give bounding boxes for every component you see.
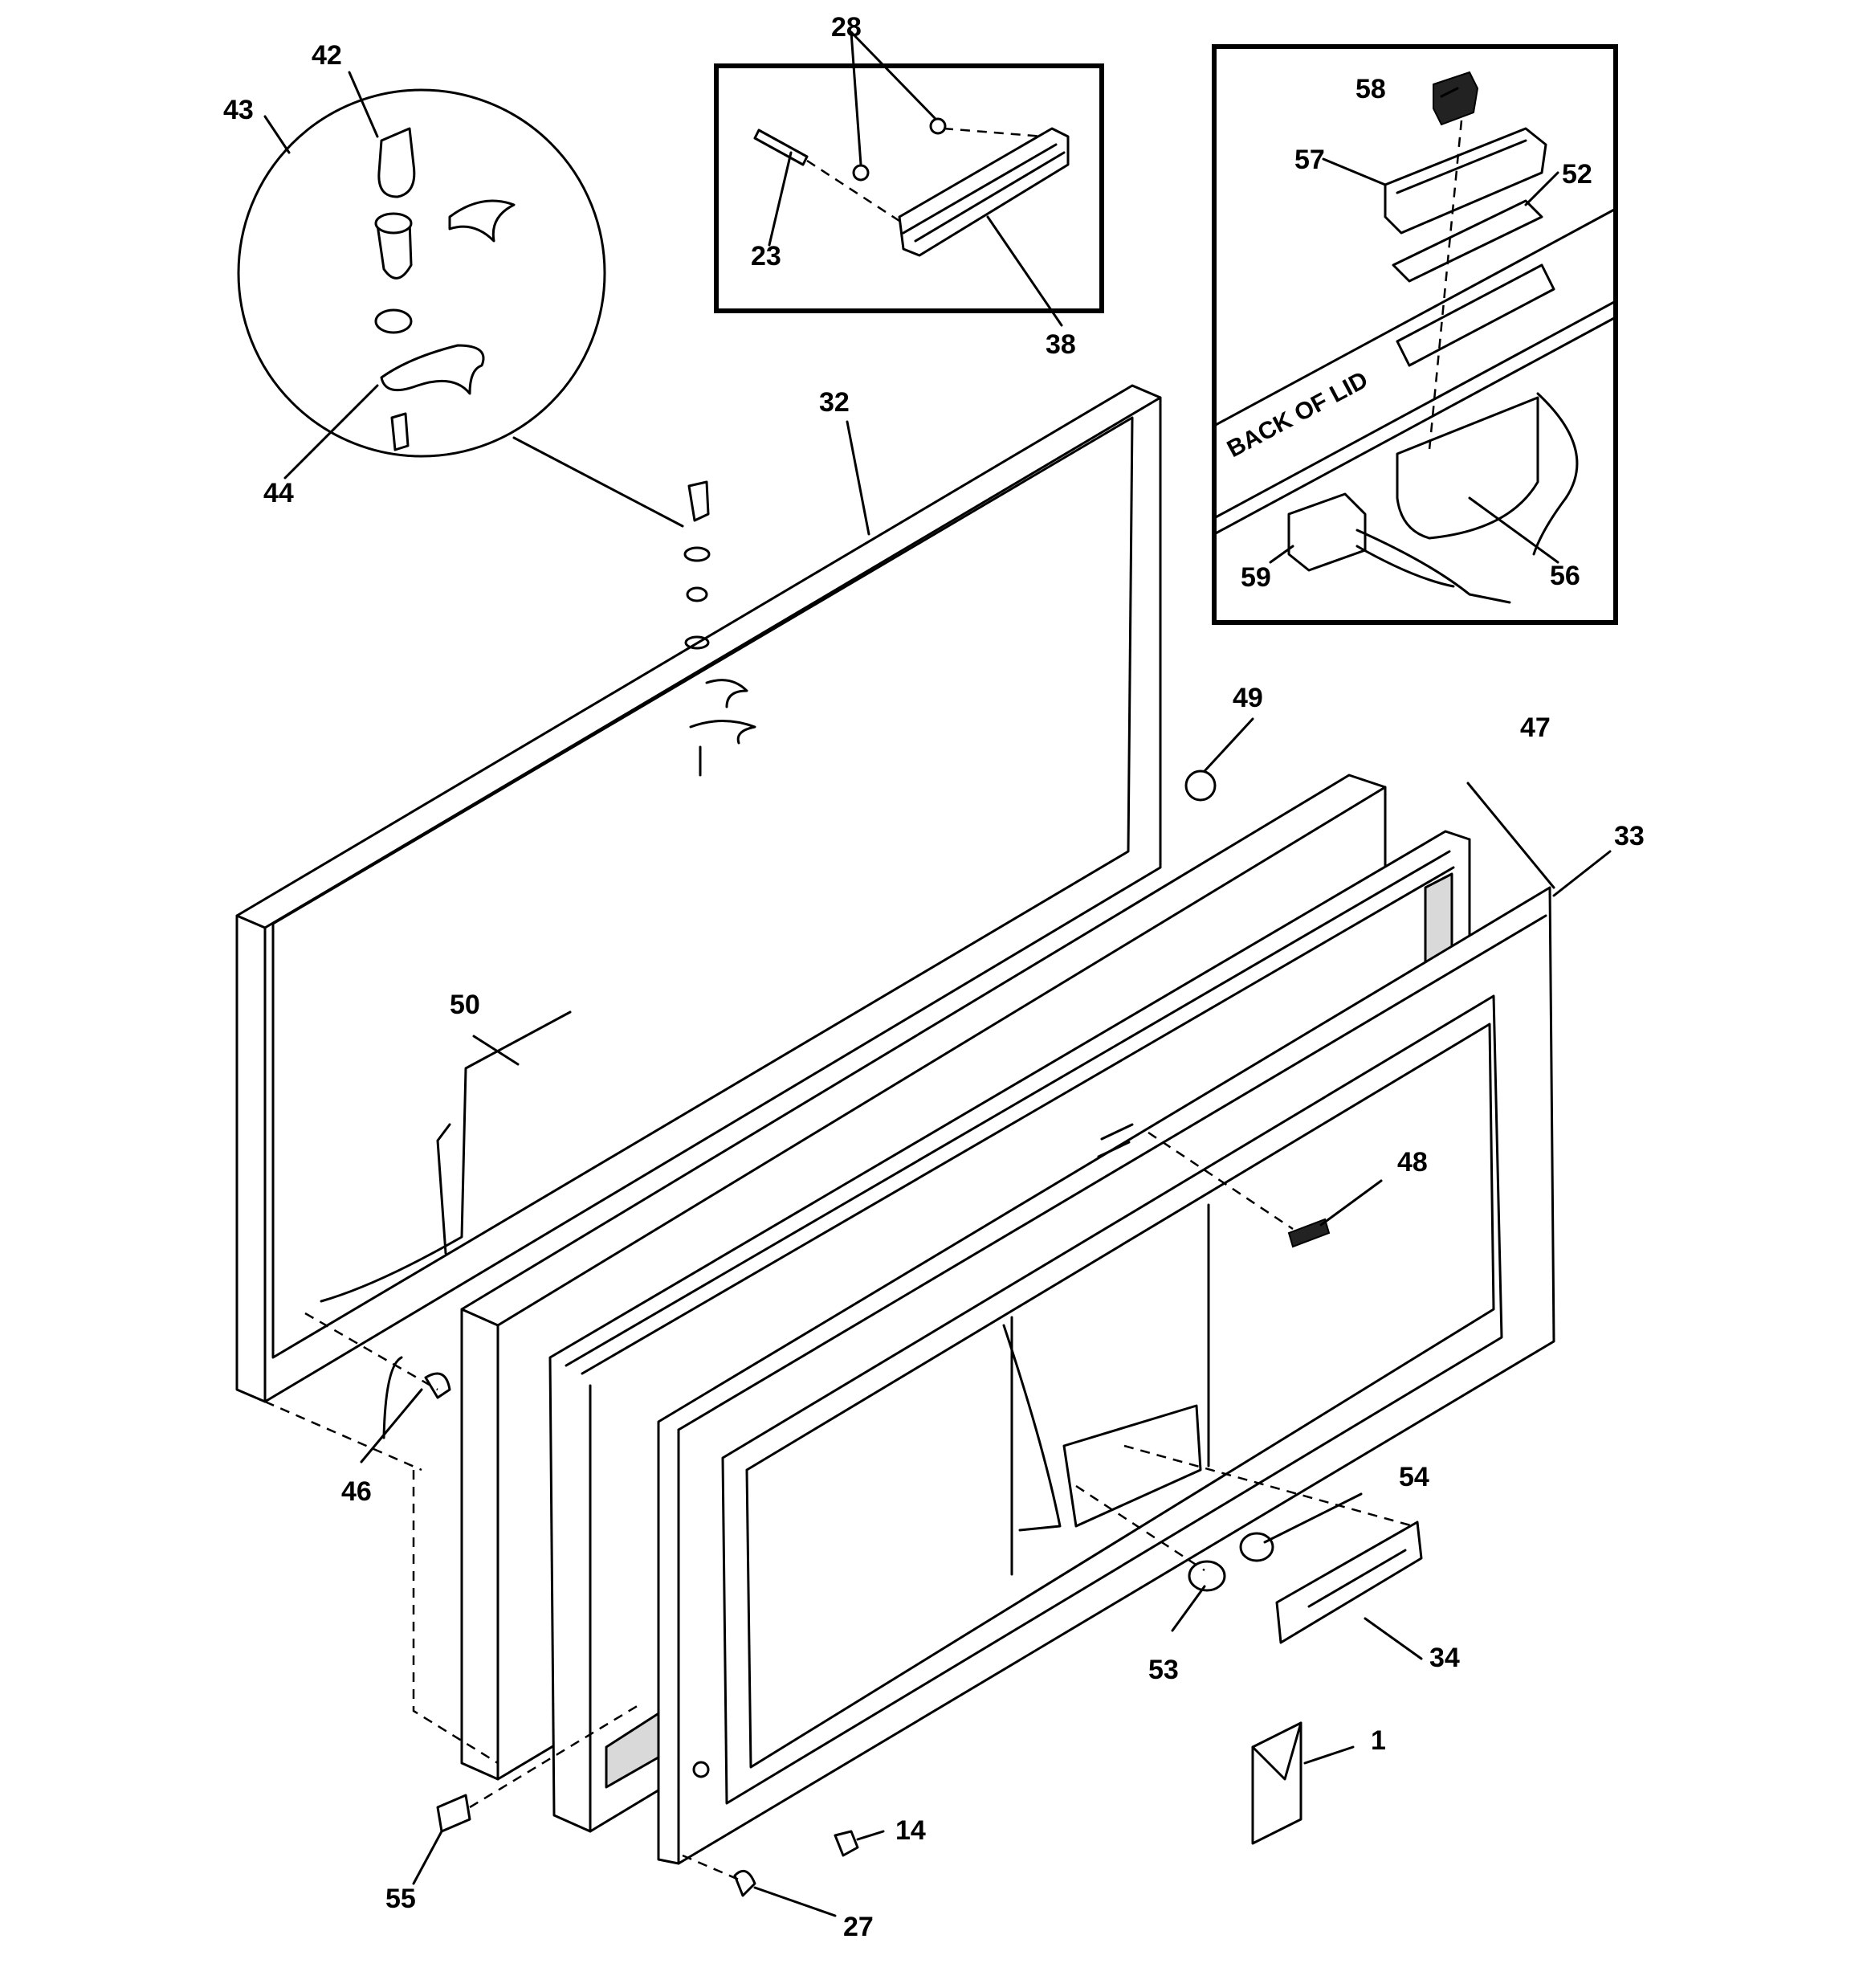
bottom-small-parts — [412, 1444, 1423, 1917]
lock-detail-circle — [237, 71, 684, 528]
callout-49: 49 — [1233, 683, 1263, 713]
callout-34: 34 — [1429, 1643, 1460, 1673]
callout-50: 50 — [450, 990, 480, 1020]
callout-59: 59 — [1241, 562, 1271, 593]
handle-detail-inset — [714, 31, 1104, 327]
callout-48: 48 — [1397, 1147, 1428, 1178]
callout-1: 1 — [1371, 1725, 1386, 1756]
callout-33: 33 — [1614, 821, 1645, 851]
callout-57: 57 — [1294, 145, 1325, 175]
callout-47: 47 — [1520, 712, 1551, 743]
callout-42: 42 — [312, 40, 342, 71]
callout-14: 14 — [895, 1815, 926, 1846]
callout-32: 32 — [819, 387, 850, 418]
callout-53: 53 — [1148, 1655, 1179, 1685]
callout-56: 56 — [1550, 561, 1580, 591]
callout-46: 46 — [341, 1476, 372, 1507]
callout-27: 27 — [843, 1912, 874, 1942]
callout-52: 52 — [1562, 159, 1592, 190]
callout-38: 38 — [1046, 329, 1076, 360]
lid-light-inset: BACK OF LID — [1212, 44, 1618, 625]
callout-54: 54 — [1399, 1462, 1429, 1492]
callout-28: 28 — [831, 12, 862, 43]
callout-43: 43 — [223, 95, 254, 125]
lid-frame-32 — [235, 384, 1254, 1472]
callout-58: 58 — [1355, 74, 1386, 104]
callout-23: 23 — [751, 241, 781, 271]
liner-33 — [657, 782, 1612, 1865]
callout-55: 55 — [385, 1884, 416, 1914]
callout-44: 44 — [263, 478, 294, 508]
callout-labels: 1 14 23 27 28 32 33 34 38 42 43 44 46 47… — [223, 12, 1645, 1942]
